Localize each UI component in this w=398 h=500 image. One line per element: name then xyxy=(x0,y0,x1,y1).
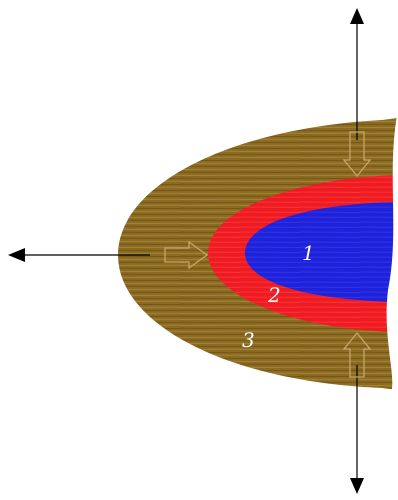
zone-3-label: 3 xyxy=(242,328,255,352)
inward-arrow-left-icon xyxy=(164,240,209,270)
arrow-down-icon xyxy=(350,478,364,494)
zone-1-label: 1 xyxy=(302,241,315,265)
arrow-left-icon xyxy=(8,248,25,262)
cut-edge xyxy=(386,110,398,400)
inward-arrow-top-icon xyxy=(342,131,372,178)
zone-1-region xyxy=(245,202,398,302)
arrow-up-icon xyxy=(350,8,364,24)
zone-2-label: 2 xyxy=(267,283,281,307)
inward-arrow-bottom-icon xyxy=(342,331,372,378)
